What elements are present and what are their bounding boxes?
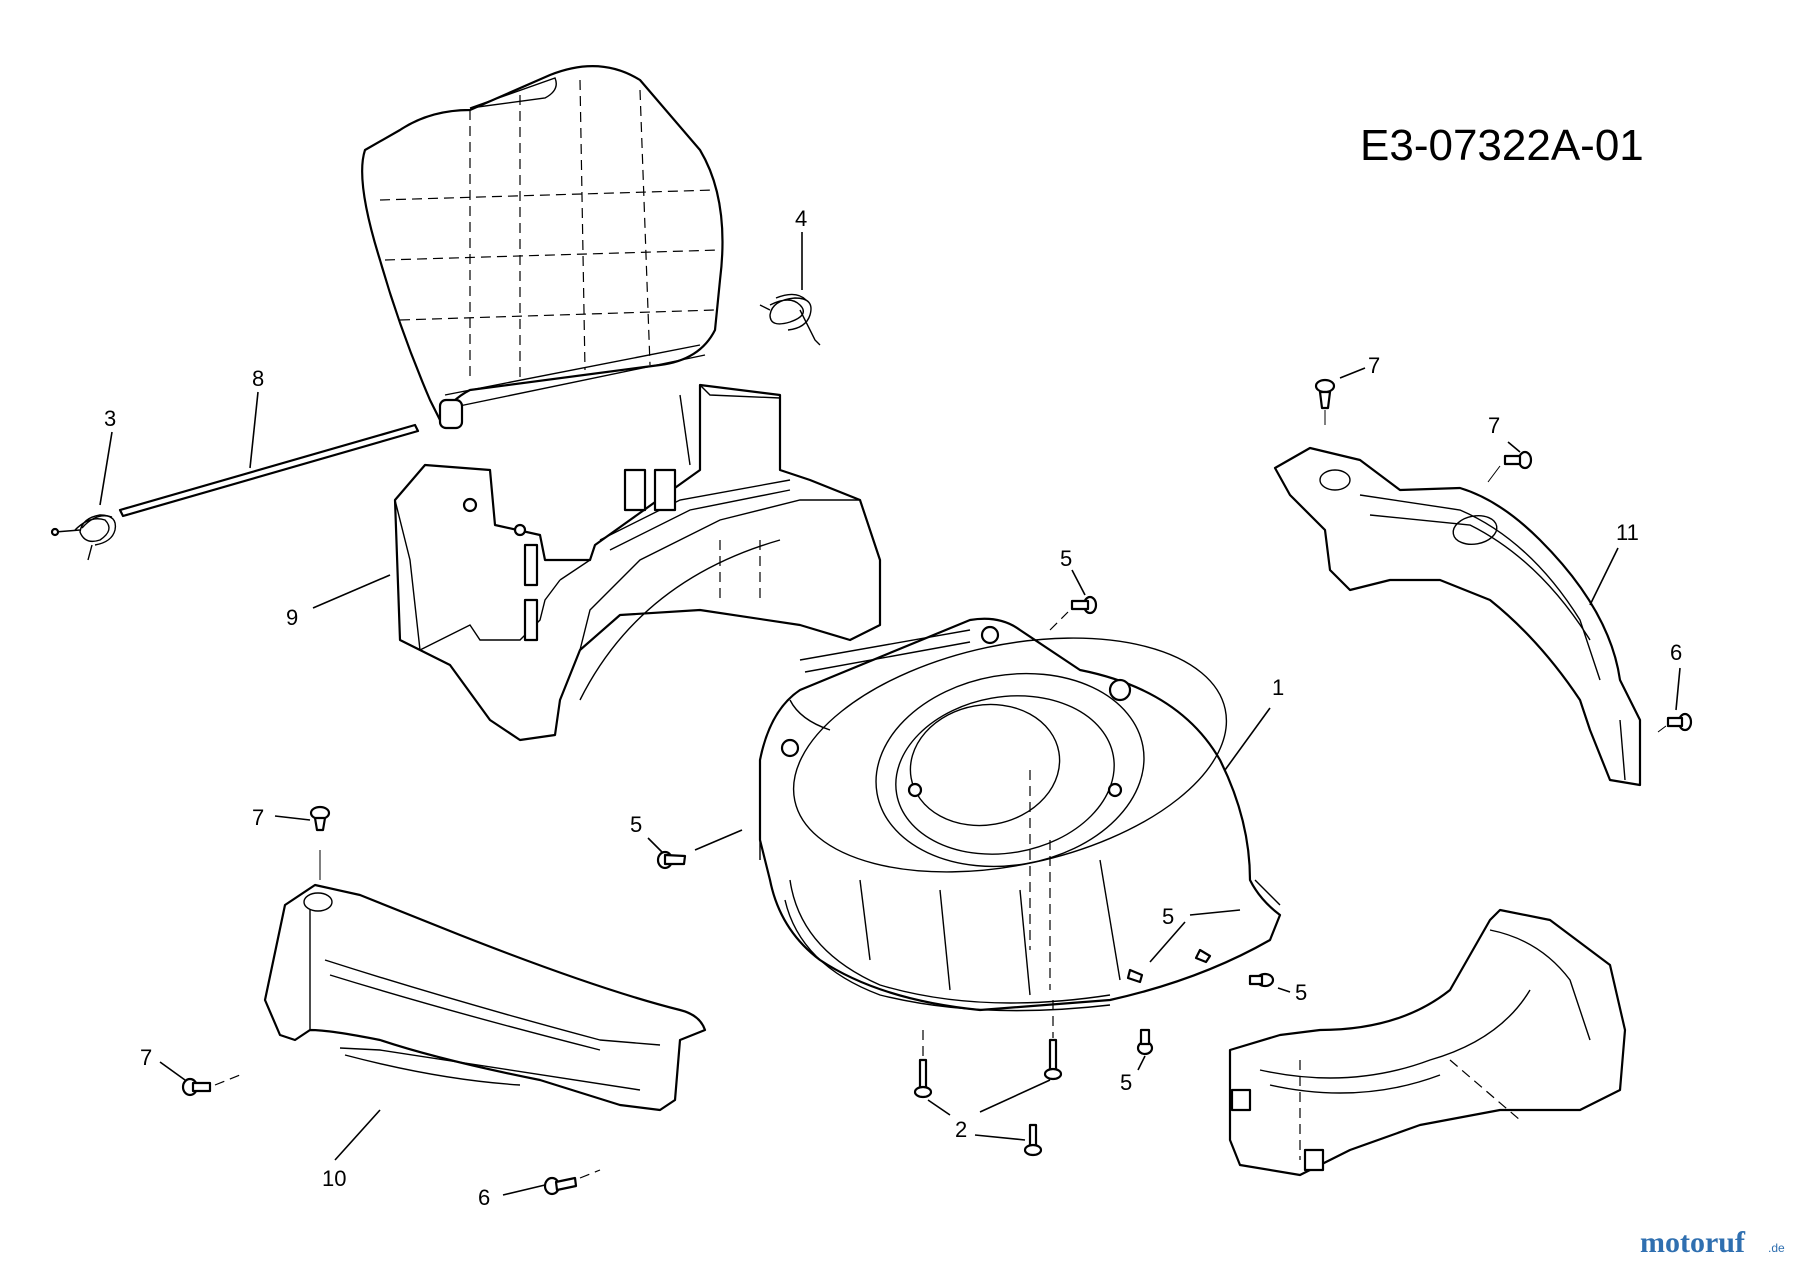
leader-2c: [974, 1134, 1026, 1141]
leader-5-left: [647, 837, 663, 853]
screw-5-bottom-right: [1248, 972, 1275, 988]
grass-bag: [361, 65, 724, 430]
screw-7-right: [1487, 450, 1533, 483]
leader-7-top: [1339, 367, 1366, 379]
callout-3: 3: [104, 406, 116, 431]
screw-7-top: [1314, 378, 1336, 425]
leader-5-bottom-right: [1277, 987, 1291, 993]
callout-6-bottom: 6: [478, 1185, 490, 1210]
callout-7-top: 7: [1368, 353, 1380, 378]
leader-5-right-b: [1189, 909, 1241, 916]
callout-6-right: 6: [1670, 640, 1682, 665]
screw-7-left: [309, 805, 331, 880]
callout-7-bottom-left: 7: [140, 1045, 152, 1070]
leader-6-right: [1675, 667, 1681, 711]
leader-7-right: [1507, 441, 1521, 453]
callout-5-bottom-right: 5: [1295, 980, 1307, 1005]
leader-2a: [927, 1099, 951, 1116]
torsion-spring-4: [759, 293, 821, 346]
leader-11: [1589, 547, 1619, 606]
leader-6-bottom: [502, 1184, 546, 1196]
bolts-2: [913, 1000, 1063, 1157]
callout-5-right: 5: [1162, 904, 1174, 929]
callout-5-left: 5: [630, 812, 642, 837]
leader-8: [249, 391, 259, 469]
spring-3: [50, 514, 117, 561]
svg-text:motoruf: motoruf: [1640, 1226, 1746, 1259]
callout-8: 8: [252, 366, 264, 391]
watermark-tld: .de: [1768, 1241, 1785, 1255]
leader-7-left: [274, 815, 311, 821]
leader-5-bottom: [1137, 1055, 1146, 1071]
rear-housing-9: [393, 383, 882, 742]
leader-1: [1224, 707, 1271, 771]
leader-9: [312, 574, 391, 609]
watermark-logo: motoruf .de: [1640, 1226, 1785, 1259]
callout-2: 2: [955, 1117, 967, 1142]
screws-5-right: [1126, 948, 1212, 984]
drawing-code: E3-07322A-01: [1360, 121, 1644, 170]
screw-6-right: [1657, 712, 1693, 733]
callout-7-left: 7: [252, 805, 264, 830]
leader-5-left-deck: [694, 829, 743, 851]
callout-5-bottom: 5: [1120, 1070, 1132, 1095]
side-cover-10: [263, 883, 707, 1112]
callout-4: 4: [795, 206, 807, 231]
hinge-rod-8: [118, 423, 420, 518]
callout-11: 11: [1616, 520, 1639, 545]
leader-3: [99, 431, 113, 506]
watermark-brand: motoruf: [1640, 1226, 1746, 1259]
screw-5-bottom: [1136, 1028, 1154, 1056]
leader-7-bottom-left: [159, 1061, 186, 1081]
callout-1: 1: [1272, 675, 1284, 700]
leader-10: [334, 1109, 381, 1161]
callout-7-right: 7: [1488, 413, 1500, 438]
leader-2b: [979, 1079, 1051, 1113]
screw-5-top: [1049, 595, 1098, 631]
screw-6-bottom: [543, 1169, 601, 1196]
rear-guard: [1228, 908, 1627, 1177]
callout-5-top: 5: [1060, 546, 1072, 571]
callout-9: 9: [286, 605, 298, 630]
side-cover-11: [1273, 446, 1642, 787]
leader-5-right-a: [1149, 921, 1186, 963]
callout-10: 10: [322, 1166, 346, 1191]
screw-5-left: [656, 850, 687, 870]
leader-5-top: [1071, 569, 1086, 596]
screw-7-bottom-left: [181, 1074, 241, 1097]
mower-deck-1: [758, 617, 1282, 1012]
